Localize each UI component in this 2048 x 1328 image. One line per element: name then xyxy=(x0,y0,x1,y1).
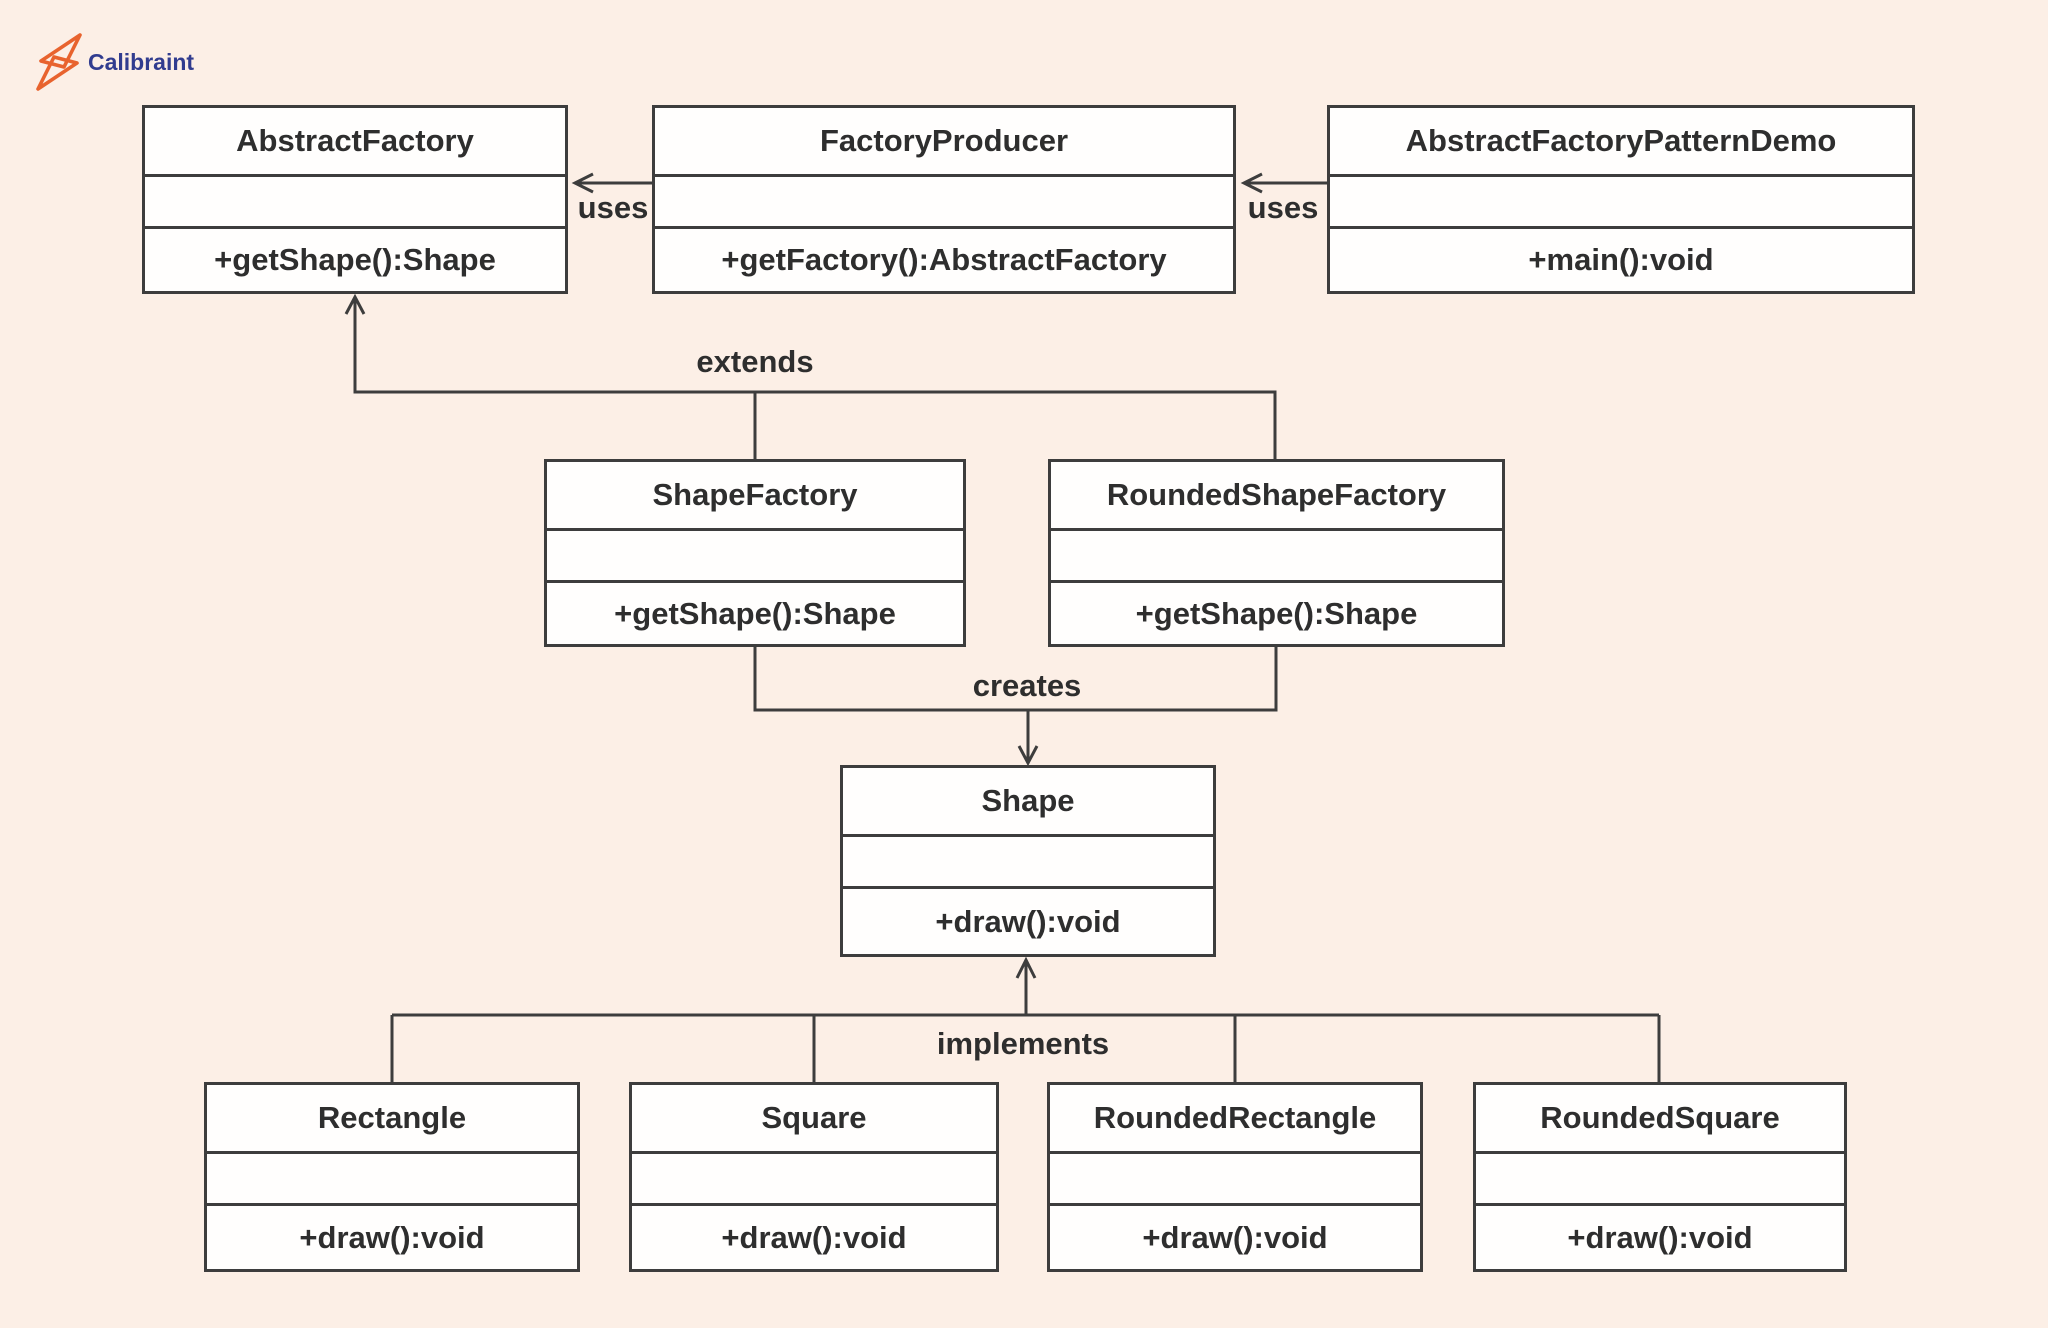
class-square: Square +draw():void xyxy=(629,1082,999,1272)
class-attributes xyxy=(145,177,565,229)
class-rounded-rectangle: RoundedRectangle +draw():void xyxy=(1047,1082,1423,1272)
class-title: RoundedShapeFactory xyxy=(1051,462,1502,531)
relationship-label-uses-1: uses xyxy=(577,190,649,225)
relationship-label-uses-2: uses xyxy=(1247,190,1319,225)
class-title: RoundedRectangle xyxy=(1050,1085,1420,1154)
class-method: +getShape():Shape xyxy=(214,242,496,277)
class-title: ShapeFactory xyxy=(547,462,963,531)
class-method: +main():void xyxy=(1528,242,1714,277)
implements-connector xyxy=(390,956,1661,1082)
class-attributes xyxy=(1330,177,1912,229)
class-method: +draw():void xyxy=(1142,1219,1328,1255)
class-method: +draw():void xyxy=(1567,1219,1753,1255)
class-attributes xyxy=(1476,1154,1844,1206)
class-attributes xyxy=(632,1154,996,1206)
class-title: Square xyxy=(632,1085,996,1154)
class-rounded-shape-factory: RoundedShapeFactory +getShape():Shape xyxy=(1048,459,1505,647)
class-attributes xyxy=(655,177,1233,229)
class-factory-producer: FactoryProducer +getFactory():AbstractFa… xyxy=(652,105,1236,294)
class-method: +draw():void xyxy=(721,1219,907,1255)
class-rectangle: Rectangle +draw():void xyxy=(204,1082,580,1272)
class-rounded-square: RoundedSquare +draw():void xyxy=(1473,1082,1847,1272)
class-attributes xyxy=(547,531,963,583)
calibraint-logo: Calibraint xyxy=(36,32,194,92)
class-method: +getShape():Shape xyxy=(1135,595,1418,631)
class-title: FactoryProducer xyxy=(655,108,1233,177)
class-attributes xyxy=(1051,531,1502,583)
relationship-label-implements: implements xyxy=(936,1026,1110,1061)
class-method: +getFactory():AbstractFactory xyxy=(721,242,1167,277)
class-attributes xyxy=(207,1154,577,1206)
relationship-label-extends: extends xyxy=(696,344,814,379)
class-title: AbstractFactory xyxy=(145,108,565,177)
class-abstract-factory: AbstractFactory +getShape():Shape xyxy=(142,105,568,294)
creates-connector xyxy=(753,647,1278,767)
calibraint-zigzag-icon xyxy=(36,33,82,91)
class-method: +getShape():Shape xyxy=(614,595,896,631)
calibraint-logo-text: Calibraint xyxy=(88,48,195,75)
class-title: RoundedSquare xyxy=(1476,1085,1844,1154)
class-abstract-factory-pattern-demo: AbstractFactoryPatternDemo +main():void xyxy=(1327,105,1915,294)
class-title: Shape xyxy=(843,768,1213,837)
class-method: +draw():void xyxy=(935,903,1121,939)
class-attributes xyxy=(843,837,1213,889)
class-title: AbstractFactoryPatternDemo xyxy=(1330,108,1912,177)
class-attributes xyxy=(1050,1154,1420,1206)
class-shape-factory: ShapeFactory +getShape():Shape xyxy=(544,459,966,647)
class-shape: Shape +draw():void xyxy=(840,765,1216,957)
class-title: Rectangle xyxy=(207,1085,577,1154)
class-method: +draw():void xyxy=(299,1219,485,1255)
relationship-label-creates: creates xyxy=(972,668,1082,703)
